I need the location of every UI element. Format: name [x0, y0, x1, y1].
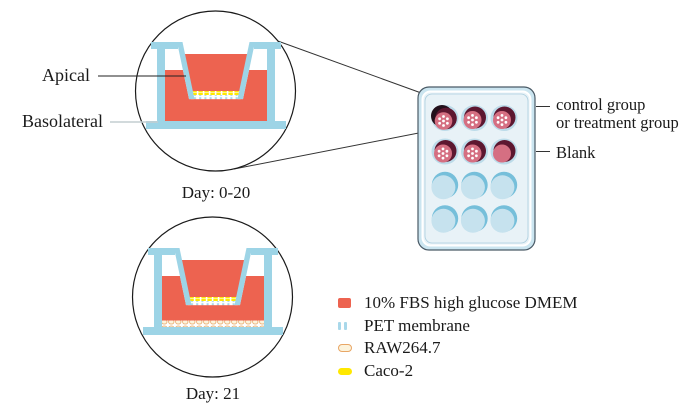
- well-filled: [461, 138, 488, 165]
- legend-label: 10% FBS high glucose DMEM: [364, 293, 578, 313]
- dmem-swatch: [338, 298, 351, 309]
- day-21-caption: Day: 21: [185, 384, 241, 403]
- well-filled: [490, 105, 518, 131]
- well-plate: [417, 86, 536, 251]
- caco2-swatch: [338, 367, 352, 375]
- raw264-cell-layer: [162, 320, 264, 327]
- blank-label: Blank: [556, 143, 596, 162]
- well-blank: [490, 138, 518, 165]
- callout-lines: [233, 39, 435, 170]
- legend-label: PET membrane: [364, 315, 470, 335]
- apical-label: Apical: [42, 65, 90, 85]
- control-group-line1: control group: [556, 95, 646, 114]
- pet-membrane-swatch: [338, 321, 347, 330]
- control-group-label: control group or treatment group: [556, 96, 679, 132]
- legend-item-pet-membrane: PET membrane: [338, 315, 577, 338]
- legend-item-caco2: Caco-2: [338, 360, 577, 383]
- legend: 10% FBS high glucose DMEM PET membrane R…: [338, 292, 577, 382]
- legend-item-dmem: 10% FBS high glucose DMEM: [338, 292, 577, 315]
- legend-item-raw264: RAW264.7: [338, 337, 577, 360]
- well-magnified: [431, 105, 459, 131]
- day-0-20-caption: Day: 0-20: [181, 183, 251, 202]
- basolateral-label: Basolateral: [22, 111, 103, 131]
- control-group-line2: or treatment group: [556, 113, 679, 132]
- well-filled: [431, 138, 459, 165]
- raw264-swatch: [338, 344, 352, 353]
- legend-label: RAW264.7: [364, 338, 441, 358]
- legend-label: Caco-2: [364, 361, 414, 381]
- well-filled: [461, 105, 488, 131]
- callout-line-upper: [274, 39, 425, 95]
- callout-line-lower: [233, 129, 435, 170]
